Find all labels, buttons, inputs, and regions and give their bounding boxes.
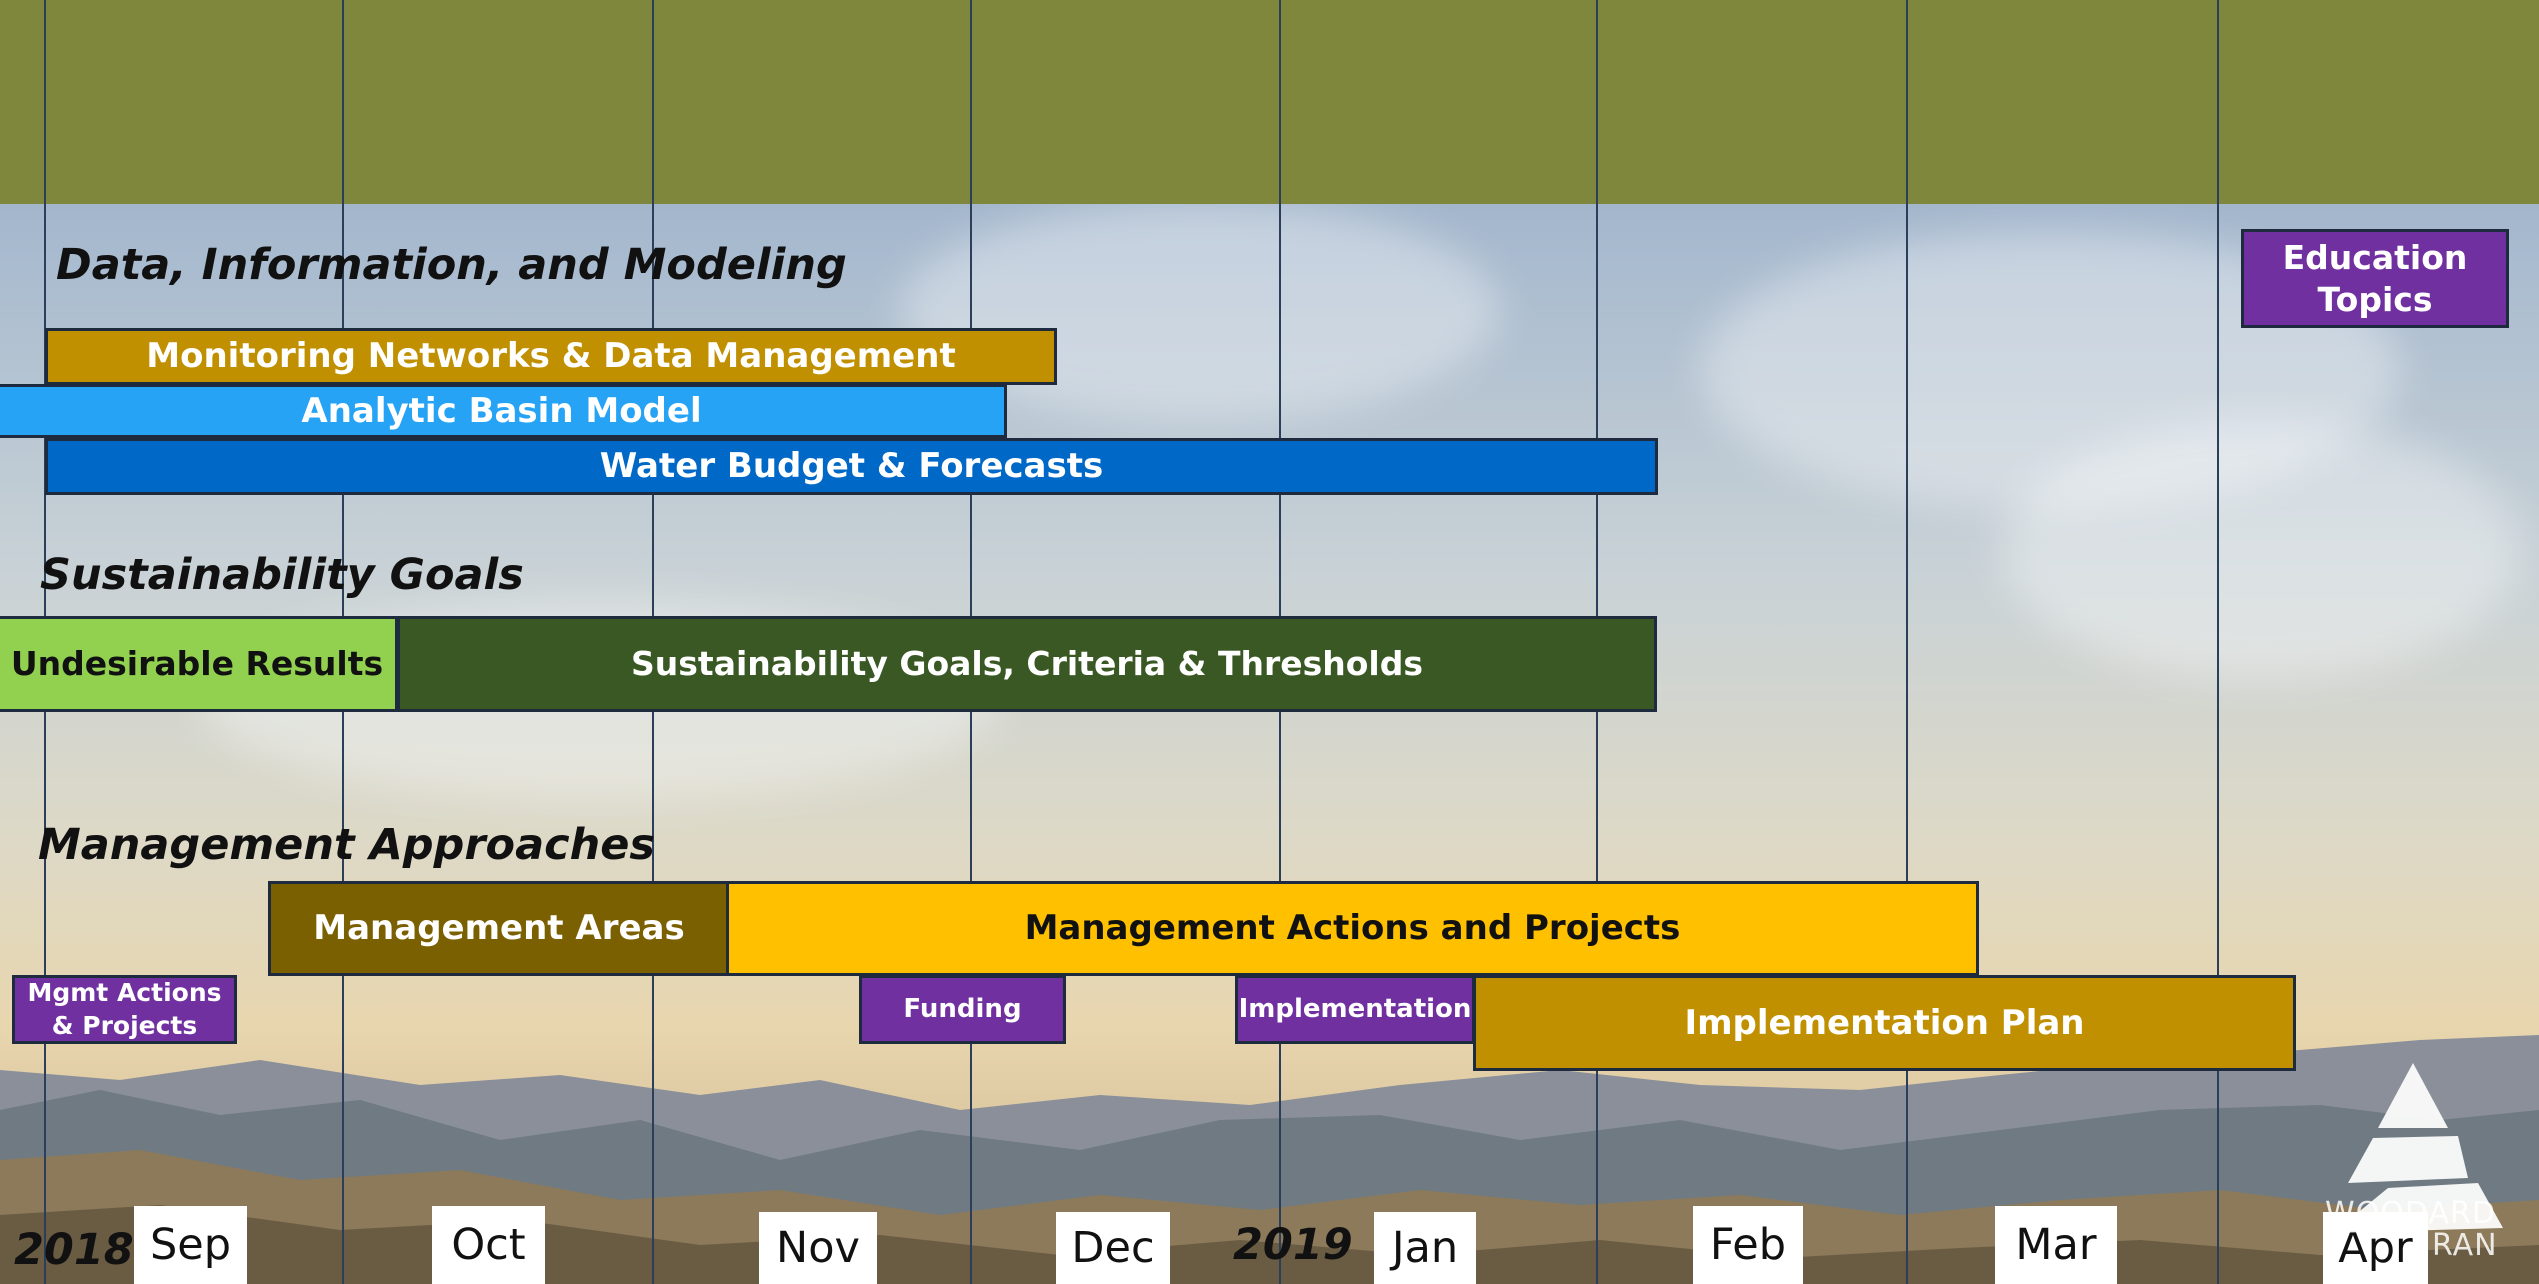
bar-label: Sustainability Goals, Criteria & Thresho… bbox=[631, 644, 1423, 684]
section-title-data: Data, Information, and Modeling bbox=[56, 240, 847, 290]
bar-management-areas: Management Areas bbox=[268, 881, 730, 976]
bar-implementation-plan: Implementation Plan bbox=[1473, 975, 2296, 1071]
topic-label: Implementation bbox=[1238, 994, 1472, 1025]
bar-analytic-basin-model: Analytic Basin Model bbox=[0, 384, 1007, 438]
topic-label: Funding bbox=[903, 994, 1022, 1025]
cloud bbox=[2000, 420, 2520, 680]
bar-undesirable-results: Undesirable Results bbox=[0, 616, 398, 712]
topic-implementation: Implementation bbox=[1235, 975, 1475, 1044]
bar-label: Management Actions and Projects bbox=[1024, 908, 1681, 949]
topic-label-line1: Education bbox=[2282, 238, 2468, 278]
logo-text-line1: WOODARD bbox=[2325, 1196, 2496, 1231]
bar-label: Management Areas bbox=[313, 908, 685, 949]
month-label-mar: Mar bbox=[1995, 1206, 2117, 1284]
topic-education: Education Topics bbox=[2241, 229, 2509, 328]
bar-label: Water Budget & Forecasts bbox=[599, 446, 1104, 487]
bar-water-budget: Water Budget & Forecasts bbox=[45, 438, 1658, 495]
bar-sustainability-goals: Sustainability Goals, Criteria & Thresho… bbox=[397, 616, 1657, 712]
topic-funding: Funding bbox=[859, 975, 1066, 1044]
section-title-management: Management Approaches bbox=[38, 820, 655, 870]
month-label-oct: Oct bbox=[432, 1206, 545, 1284]
month-label-dec: Dec bbox=[1056, 1212, 1170, 1284]
bar-management-actions: Management Actions and Projects bbox=[726, 881, 1979, 976]
month-label-nov: Nov bbox=[759, 1212, 877, 1284]
bar-label: Analytic Basin Model bbox=[301, 390, 702, 431]
gridline-mar bbox=[1906, 0, 1908, 1284]
gridline-apr bbox=[2217, 0, 2219, 1284]
topic-label-line1: Mgmt Actions bbox=[27, 978, 222, 1007]
topic-mgmt-actions: Mgmt Actions & Projects bbox=[12, 975, 237, 1044]
header-band bbox=[0, 0, 2539, 204]
bar-label: Monitoring Networks & Data Management bbox=[146, 336, 956, 377]
bar-label: Undesirable Results bbox=[10, 644, 384, 684]
year-label-2018: 2018 bbox=[14, 1225, 134, 1275]
month-label-feb: Feb bbox=[1693, 1206, 1803, 1284]
topic-label-line2: & Projects bbox=[51, 1010, 198, 1040]
topic-label-line2: Topics bbox=[2317, 279, 2433, 319]
month-label-jan: Jan bbox=[1374, 1212, 1476, 1284]
bar-monitoring-networks: Monitoring Networks & Data Management bbox=[45, 328, 1057, 385]
woodard-logo-icon bbox=[2333, 1063, 2503, 1233]
bar-label: Implementation Plan bbox=[1684, 1002, 2085, 1043]
logo-text-line2: RAN bbox=[2432, 1228, 2498, 1263]
year-label-2019: 2019 bbox=[1233, 1220, 1353, 1270]
month-label-sep: Sep bbox=[134, 1206, 247, 1284]
section-title-goals: Sustainability Goals bbox=[40, 550, 524, 600]
